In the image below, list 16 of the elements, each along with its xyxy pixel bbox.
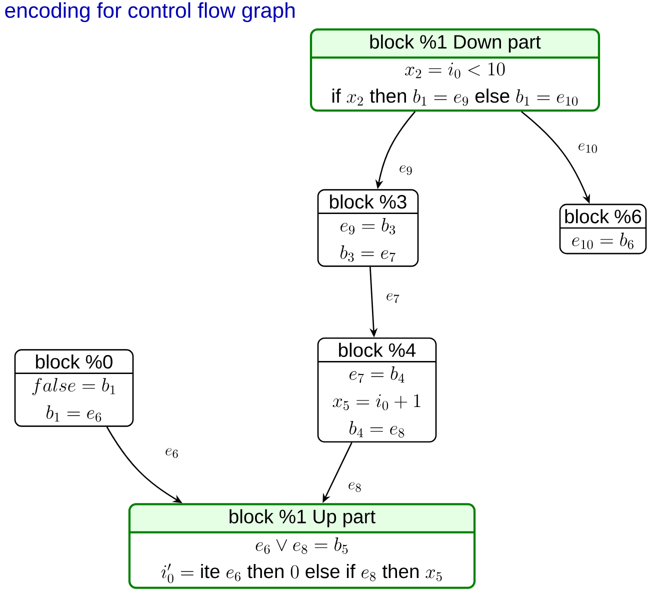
- code-block-box: block %0 $false = b_1$ $b_1 = e_6$: [14, 349, 134, 427]
- edge-label: $e_6$: [164, 447, 180, 459]
- node-label: $x_2 = i_0 < 10$: [404, 62, 505, 78]
- node-label: $\text{if } x_2 \text{ then } b_1 = e_9 \text{ else }\allowbreak b_1 = e_{10}$: [332, 88, 578, 106]
- code-block-box: block %4 $e_7 = b_4$ $x_5 = i_0 + 1$ $b_4 = e_8$: [317, 337, 437, 443]
- edge-label: $e_7$: [384, 292, 402, 304]
- node-label: $e_6 \lor e_8 = b_5$: [256, 537, 348, 554]
- title: encoding for control flow graph: [5, 2, 295, 22]
- edge-label: $e_8$: [346, 481, 364, 493]
- code-block-box: block %1 Up part $e_6 \lor e_8 = b_5$ $i'_0 = \text{ite } e_6 \text{ then } 0 \text{ else if } e_8 \text{ then } x_5$: [128, 503, 476, 589]
- code-block-box: block %3 $e_9 = b_3$ $b_3 = e_7$: [317, 189, 419, 267]
- node-label: $i'_0 = \text{ite } e_6 \text{ then } 0 \text{ else if } e_8 \text{ then } x_5$: [161, 564, 442, 584]
- edge-label: $e_9$: [398, 164, 414, 176]
- edge-label: $e_{10}$: [576, 142, 600, 154]
- code-block-box: block %1 Down part $x_2 = i_0 < 10$ $\text{if } x_2 \text{ then } b_1 = e_9 \text{ else }\allowbreak b_1 = e_{10}$: [310, 28, 600, 112]
- code-block-box: block %6 $e_{10} = b_6$: [559, 204, 647, 254]
